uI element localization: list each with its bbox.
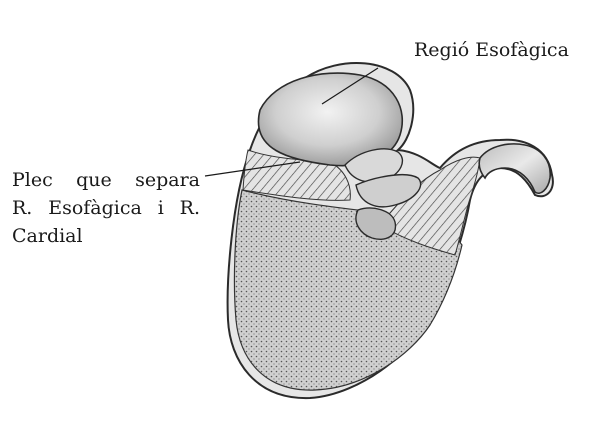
label-esophageal-region: Regió Esofàgica — [414, 36, 569, 64]
label-fold-line-2: R. Esofàgica i R. — [12, 194, 200, 222]
label-fold: Plec que separa R. Esofàgica i R. Cardia… — [12, 166, 200, 250]
duodenum-tube — [479, 144, 550, 193]
label-fold-line-3: Cardial — [12, 222, 200, 250]
label-fold-line-1: Plec que separa — [12, 166, 200, 194]
